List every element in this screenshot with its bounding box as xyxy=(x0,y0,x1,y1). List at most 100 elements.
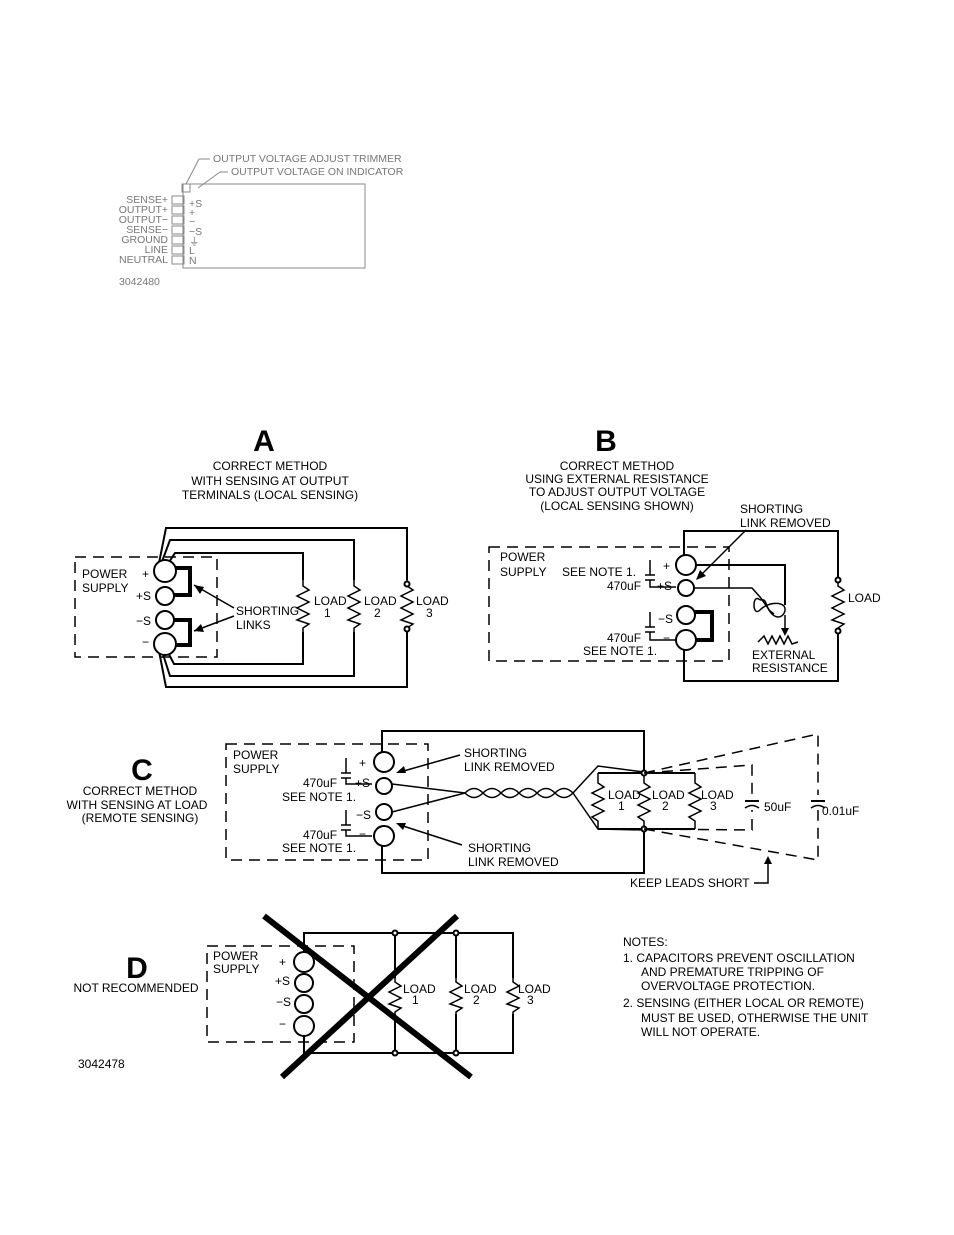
pin-name-output-minus: OUTPUT− xyxy=(119,214,168,226)
panel-c-load-2-label: LOAD xyxy=(652,788,685,802)
pin-mark-line: L xyxy=(189,245,195,257)
panel-b-letter: B xyxy=(595,425,617,458)
module-outline-drawing: OUTPUT VOLTAGE ADJUST TRIMMER OUTPUT VOL… xyxy=(119,153,404,288)
panel-b-see-note-top: SEE NOTE 1. xyxy=(562,565,636,579)
panel-b-caption-4: (LOCAL SENSING SHOWN) xyxy=(540,499,694,513)
panel-d-load-2-label: LOAD xyxy=(464,982,497,996)
panel-c-load-1-label: LOAD xyxy=(608,788,641,802)
panel-d-letter: D xyxy=(126,952,148,985)
panel-a-load-3-num: 3 xyxy=(426,606,433,620)
panel-b-ps-label-1: POWER xyxy=(500,550,546,564)
panel-b-load-resistor-icon xyxy=(830,580,846,632)
panel-c-cap-001uf: 0.01uF xyxy=(822,804,859,818)
panel-b-cap-bottom: 470uF xyxy=(607,631,641,645)
panel-a: A CORRECT METHOD WITH SENSING AT OUTPUT … xyxy=(74,425,449,688)
panel-a-term-sense-minus: −S xyxy=(136,614,151,628)
panel-c-link-removed-top-1: SHORTING xyxy=(464,746,527,760)
panel-c-load-3-label: LOAD xyxy=(701,788,734,802)
panel-d-load-3-num: 3 xyxy=(527,993,534,1007)
panel-c-link-removed-top-2: LINK REMOVED xyxy=(464,760,555,774)
panel-a-caption-2: WITH SENSING AT OUTPUT xyxy=(191,474,349,488)
pin-mark-sense-plus: +S xyxy=(189,198,202,210)
note-line-4: 2. SENSING (EITHER LOCAL OR REMOTE) xyxy=(623,996,864,1010)
external-resistance-potentiometer-icon xyxy=(757,634,799,646)
panel-d-terminal-sense-minus xyxy=(294,994,314,1014)
panel-b-caption-1: CORRECT METHOD xyxy=(560,459,675,473)
panel-c-caption-3: (REMOTE SENSING) xyxy=(82,811,199,825)
callout-trimmer: OUTPUT VOLTAGE ADJUST TRIMMER xyxy=(213,153,402,165)
pin-name-output-plus: OUTPUT+ xyxy=(119,204,168,216)
panel-b-external-resistance-2: RESISTANCE xyxy=(752,661,828,675)
notes-heading: NOTES: xyxy=(623,935,668,949)
panel-c-link-removed-bottom-1: SHORTING xyxy=(468,841,531,855)
note-line-6: WILL NOT OPERATE. xyxy=(641,1025,760,1039)
panel-c-terminal-sense-minus xyxy=(375,803,393,821)
panel-c-cap-50uf: 50uF xyxy=(764,800,791,814)
pin-mark-output-plus: + xyxy=(189,207,195,219)
panel-a-load-3-label: LOAD xyxy=(416,594,449,608)
panel-d-load-2-resistor-icon xyxy=(448,978,464,1014)
pin-name-sense-minus: SENSE− xyxy=(126,224,168,236)
panel-d-terminal-sense-plus xyxy=(294,973,314,993)
panel-a-terminal-minus xyxy=(153,632,177,656)
pin-mark-output-minus: − xyxy=(189,216,195,228)
not-recommended-cross-icon xyxy=(262,913,473,1080)
panel-b-terminal-minus xyxy=(675,629,697,651)
panel-a-load-1-num: 1 xyxy=(324,606,331,620)
panel-a-shorting-label-2: LINKS xyxy=(236,618,271,632)
panel-a-load-2-num: 2 xyxy=(374,606,381,620)
panel-d-load-1-label: LOAD xyxy=(403,982,436,996)
panel-a-load-1-resistor-icon xyxy=(295,580,311,632)
panel-b-external-resistance-1: EXTERNAL xyxy=(752,648,816,662)
panel-c-terminal-sense-plus xyxy=(375,777,393,795)
panel-b-terminal-sense-plus xyxy=(677,579,695,597)
panel-c-terminal-plus xyxy=(373,751,395,773)
panel-a-shorting-label-1: SHORTING xyxy=(236,604,299,618)
pin-name-sense-plus: SENSE+ xyxy=(126,194,168,206)
panel-d-load-3-resistor-icon xyxy=(505,978,521,1014)
panel-b-terminal-sense-minus xyxy=(676,605,696,625)
note-line-5: MUST BE USED, OTHERWISE THE UNIT xyxy=(641,1011,869,1025)
panel-c-ps-label-2: SUPPLY xyxy=(233,762,279,776)
panel-b-term-sense-plus: +S xyxy=(657,579,672,593)
note-line-3: OVERVOLTAGE PROTECTION. xyxy=(641,979,815,993)
panel-a-caption-3: TERMINALS (LOCAL SENSING) xyxy=(182,488,358,502)
panel-d-ps-label-2: SUPPLY xyxy=(213,962,259,976)
panel-a-term-minus: − xyxy=(142,635,149,649)
panel-a-load-1-label: LOAD xyxy=(314,594,347,608)
panel-b-cap-top: 470uF xyxy=(607,579,641,593)
panel-c-term-minus: − xyxy=(359,827,366,841)
panel-d-terminal-minus xyxy=(293,1015,315,1037)
note-line-2: AND PREMATURE TRIPPING OF xyxy=(641,965,824,979)
panel-c-term-sense-minus: −S xyxy=(356,808,371,822)
panel-b-link-removed-2: LINK REMOVED xyxy=(740,516,831,530)
panel-a-ps-label-1: POWER xyxy=(82,567,128,581)
panel-c-load-2-num: 2 xyxy=(662,799,669,813)
panel-d-power-supply-box xyxy=(206,945,355,1043)
panel-a-load-2-label: LOAD xyxy=(364,594,397,608)
panel-a-caption-1: CORRECT METHOD xyxy=(213,459,328,473)
pin-name-neutral: NEUTRAL xyxy=(119,254,168,266)
panel-a-power-supply-box xyxy=(74,556,218,658)
panel-d-terminal-plus xyxy=(293,951,315,973)
pin-mark-ground: ⏚ xyxy=(189,236,200,248)
panel-c-keep-leads-short: KEEP LEADS SHORT xyxy=(630,876,750,890)
panel-a-term-sense-plus: +S xyxy=(136,589,151,603)
panel-d-term-sense-plus: +S xyxy=(275,974,290,988)
panel-b-caption-2: USING EXTERNAL RESISTANCE xyxy=(525,472,708,486)
panel-a-terminal-sense-minus xyxy=(155,610,175,630)
panel-c-see-note-bottom: SEE NOTE 1. xyxy=(282,841,356,855)
panel-c-term-sense-plus: +S xyxy=(355,776,370,790)
panel-d-ps-label-1: POWER xyxy=(213,949,259,963)
twisted-pair-icon xyxy=(464,787,574,799)
notes-block: NOTES: 1. CAPACITORS PREVENT OSCILLATION… xyxy=(623,935,869,1039)
panel-d-load-2-num: 2 xyxy=(473,993,480,1007)
panel-d: D NOT RECOMMENDED POWER SUPPLY + +S −S −… xyxy=(73,913,551,1080)
panel-b-terminal-plus xyxy=(675,554,697,576)
panel-c-caption-1: CORRECT METHOD xyxy=(83,784,198,798)
figure-id: 3042478 xyxy=(78,1057,125,1071)
panel-d-term-plus: + xyxy=(279,955,286,969)
panel-b: B CORRECT METHOD USING EXTERNAL RESISTAN… xyxy=(488,425,881,682)
panel-a-letter: A xyxy=(253,425,275,458)
panel-b-ps-label-2: SUPPLY xyxy=(500,565,546,579)
